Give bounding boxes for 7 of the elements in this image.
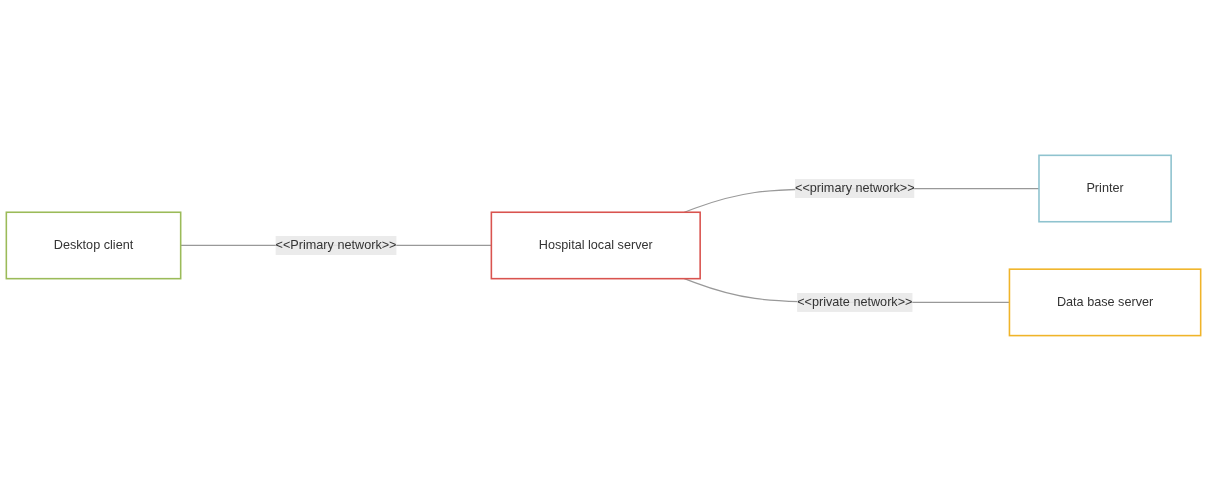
node-box: Printer — [1038, 154, 1172, 223]
node-box: Hospital local server — [490, 211, 701, 279]
node-box: Desktop client — [5, 211, 182, 279]
edge-label: <<primary network>> — [795, 180, 915, 195]
edge-label: <<private network>> — [797, 294, 913, 309]
node-box: Data base server — [1008, 267, 1202, 336]
edge-label: <<Primary network>> — [275, 237, 397, 252]
